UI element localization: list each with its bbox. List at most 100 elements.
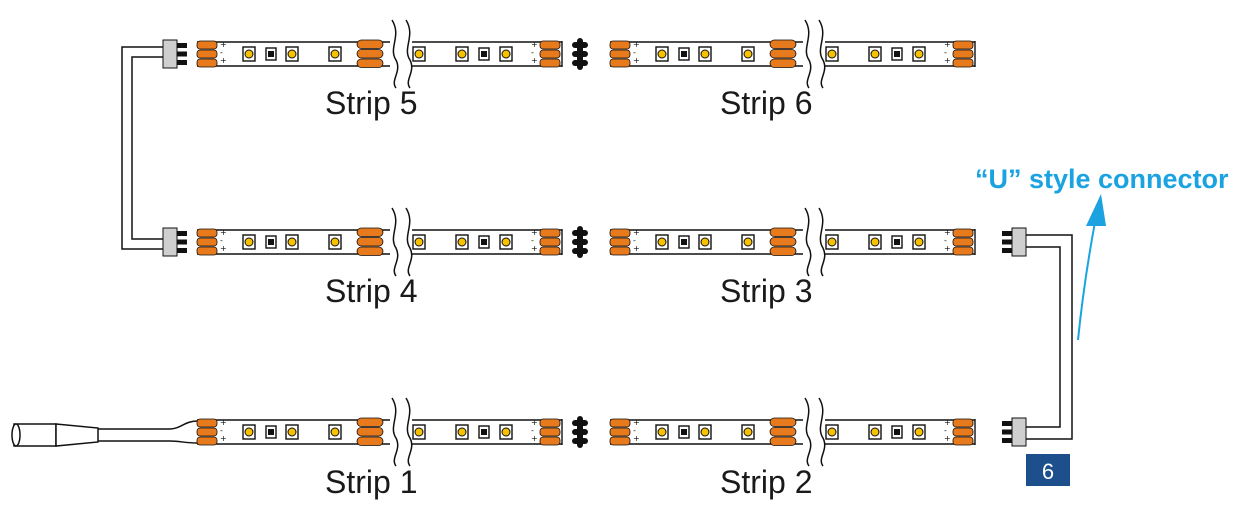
strip-6-mid-cut-pad [769,58,797,68]
u-bottom-pin [1002,438,1012,443]
strip-6-right-polarity-mark: - [944,48,947,57]
strip-5-right-pad [539,40,561,50]
strip-5-b2-resistor-core [481,51,487,57]
strip-3-label: Strip 3 [720,273,812,309]
strip-6-break-mark [804,19,812,89]
strip-3-mid-cut-pad [769,246,797,256]
strip-4-mid-cut-pad [356,237,384,247]
strip-4-mid-cut-pad [356,246,384,256]
strip-6-a1-resistor-core [681,51,687,57]
strip-5: +-++-+ [196,19,563,89]
strip-6-left-pad [609,49,631,59]
strip-5-b3-led-lens [501,49,511,59]
strip-5-right-pad [539,49,561,59]
strip-6-left-pad [609,40,631,50]
dc-jack-strain-relief [55,423,99,447]
strip-5-mid-cut-pad [356,49,384,59]
strip-5-mid-cut-pad [356,58,384,68]
strip-3-left-pad [609,246,631,256]
strip-3-left-pad [609,228,631,238]
strip-1-b2-led-lens [457,427,467,437]
u-top-pin [1002,231,1012,236]
strip-1-a1-led-lens [244,427,254,437]
strip-5-a1-led-lens [244,49,254,59]
u-wire-inner [1026,246,1061,428]
strip-3-a1-resistor-core [681,239,687,245]
strip-3-break-mark [818,207,826,277]
strip-2-left-pad [609,418,631,428]
strip-3-a2-led-lens [700,237,710,247]
strip-3-b1-led-lens [827,237,837,247]
strip-2-a3-led-lens [743,427,753,437]
strip-1-mid-cut-pad [356,427,384,437]
strip-4-to-strip-3-jumper [572,226,588,258]
strip-4-left-pad [196,237,218,247]
left-loop-top-pin [177,60,187,65]
strip-1-left-polarity-mark: + [220,418,227,427]
strip-2-mid-cut-pad [769,436,797,446]
left-loop-bottom-pin [177,248,187,253]
strip-1-b3-led-lens [501,427,511,437]
left-loop-bottom-pin [177,239,187,245]
strip-2-right-pad [952,436,974,446]
strip-1-right-polarity-mark: + [531,418,538,427]
u-wire-outer [1026,234,1073,440]
strip-5-right-polarity-mark: + [531,56,538,65]
left-loop-top-pin [177,51,187,57]
strip-6-label: Strip 6 [720,85,812,121]
strip-2-a1-led-lens [657,427,667,437]
strip-5-left-polarity-mark: + [220,40,227,49]
strip-2: +-++-+ [609,397,976,467]
figure-number-badge: 6 [1026,454,1070,486]
strip-1-right-pad [539,436,561,446]
strip-4-break-mark [391,207,399,277]
strip-1-mid-cut-pad [356,417,384,427]
strip-5-a2-led-lens [287,49,297,59]
u-connector-title: “U” style connector [975,164,1229,194]
left-loop-top-pin [177,43,187,48]
strip-1-left-pad [196,436,218,446]
strip-5-to-strip-6-jumper [572,38,588,70]
strip-5-right-polarity-mark: - [531,48,534,57]
strip-4-right-polarity-mark: + [531,244,538,253]
strip-3: +-++-+ [609,207,976,277]
strip-6-b2-resistor-core [894,51,900,57]
strip-3-b2-led-lens [870,237,880,247]
strip-3-a3-led-lens [743,237,753,247]
u-style-connector [1002,227,1027,447]
strip-6-right-pad [952,49,974,59]
strip-4-left-polarity-mark: + [220,228,227,237]
u-bottom-pin [1002,429,1012,435]
strip-2-right-polarity-mark: + [944,434,951,443]
strip-4-jumper-body [577,226,583,258]
strip-1-break-mark [405,397,413,467]
strip-2-mid-cut-pad [769,427,797,437]
dc-cable-top [98,420,198,430]
strip-1-a2-led-lens [287,427,297,437]
strip-2-right-polarity-mark: + [944,418,951,427]
strip-2-break-mark [804,397,812,467]
strip-2-right-polarity-mark: - [944,426,947,435]
strip-5-a3-led-lens [330,49,340,59]
strip-1-a1-resistor-core [268,429,274,435]
strip-6-b1-led-lens [827,49,837,59]
strip-3-mid-cut-pad [769,227,797,237]
strip-5-right-polarity-mark: + [531,40,538,49]
strip-2-left-pad [609,436,631,446]
strip-1-label: Strip 1 [325,464,417,500]
strip-1-right-pad [539,427,561,437]
strip-1-jumper-body [577,416,583,448]
strip-2-b2-led-lens [870,427,880,437]
strip-4-right-pad [539,246,561,256]
strip-5-label: Strip 5 [325,85,417,121]
strip-6-left-polarity-mark: - [633,48,636,57]
strip-6-mid-cut-pad [769,49,797,59]
strip-6-mid-cut-pad [769,39,797,49]
u-bottom-housing [1011,417,1027,447]
strip-2-left-polarity-mark: + [633,418,640,427]
strip-3-left-pad [609,237,631,247]
strip-1-right-polarity-mark: + [531,434,538,443]
strip-4-a1-resistor-core [268,239,274,245]
strip-2-left-pad [609,427,631,437]
